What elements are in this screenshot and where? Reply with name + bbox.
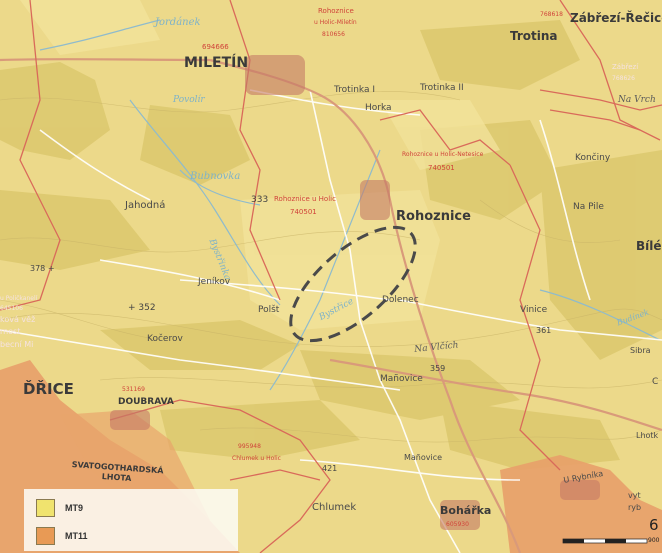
label-kocerov: Kočerov (147, 334, 183, 344)
label-u-holic-miletin: u Holic-Miletín (314, 19, 357, 26)
label-num-740501-top: 740501 (428, 164, 455, 172)
label-chlumek: Chlumek (312, 502, 357, 513)
label-rohoznice-miletin-top: Rohoznice (318, 7, 354, 15)
label-kova-vez: ková věž (0, 315, 36, 324)
label-num-995948: 995948 (238, 443, 261, 450)
label-jenikov: Jeníkov (198, 277, 231, 287)
label-num-694666: 694666 (202, 43, 229, 51)
label-num-768626: 768626 (612, 75, 635, 82)
label-num-740501: 740501 (290, 208, 317, 216)
label-vinice: Vinice (520, 305, 548, 315)
label-rohoznice-holic-netesice: Rohoznice u Holic-Netesice (402, 151, 484, 158)
legend: MT9 MT11 (24, 489, 238, 551)
label-num-768618: 768618 (540, 11, 563, 18)
label-horka: Horka (365, 103, 392, 113)
label-jordanek: Jordánek (155, 17, 201, 28)
legend-swatch (36, 499, 55, 517)
legend-item-mt11: MT11 (36, 527, 88, 545)
label-rohoznice-u-holic: Rohoznice u Holic (274, 195, 336, 203)
label-ryb: ryb (628, 503, 642, 512)
legend-label: MT9 (65, 503, 83, 513)
label-boharna: Bohářka (440, 504, 492, 517)
label-povolir: Povolír (173, 95, 205, 105)
study-area-outline (289, 225, 417, 343)
label-num-378: 378 + (30, 264, 55, 273)
label-na-vrch: Na Vrch (618, 95, 656, 105)
label-trotinka-ii: Trotinka II (420, 83, 464, 93)
label-num-421: 421 (322, 464, 338, 473)
forest-patches (0, 20, 662, 470)
label-num-352: + 352 (128, 303, 156, 313)
settlements (110, 55, 600, 530)
label-rohoznice: Rohoznice (396, 209, 471, 224)
label-sibra: Sibra (630, 346, 651, 355)
scale-bar (562, 538, 648, 544)
label-konciny: Končiny (575, 153, 611, 163)
label-orice: ĎŘICE (23, 380, 74, 398)
label-nost: rnost (0, 327, 21, 336)
label-miletin: MILETÍN (184, 55, 249, 71)
label-chlumek-u-holic: Chlumek u Holic (232, 455, 281, 462)
label-bubnovka: Bubnovka (190, 171, 241, 182)
minor-roads (0, 89, 662, 553)
label-bile: Bílé (636, 239, 662, 253)
label-num-333: 333 (251, 195, 269, 205)
label-becni-m: becní Mi (0, 340, 34, 349)
legend-swatch (36, 527, 55, 545)
scale-bar-label: 900 (648, 537, 660, 544)
label-u-polickaneli: u Poličkanelí (0, 295, 38, 302)
label-num-c: C (652, 377, 659, 387)
label-polist: Polšt (258, 305, 280, 315)
label-num-810656: 810656 (322, 31, 345, 38)
legend-label: MT11 (65, 531, 88, 541)
label-trotina: Trotina (510, 29, 558, 43)
label-zabrezi-recice: Zábřezí-Řečice (570, 11, 662, 25)
label-lhotk: Lhotk (636, 431, 659, 440)
label-jahodna: Jahodná (125, 200, 166, 211)
label-doubrava: DOUBRAVA (118, 397, 174, 407)
label-num-361: 361 (536, 326, 552, 335)
label-vyt: vyt (628, 491, 641, 500)
page-number: 6 (649, 516, 659, 534)
label-trotinka-i: Trotinka I (334, 85, 376, 95)
label-num-531169: 531169 (122, 386, 145, 393)
label-num-605930: 605930 (446, 521, 469, 528)
label-na-pile: Na Pile (573, 202, 604, 212)
label-num-359: 359 (430, 364, 446, 373)
label-zabrezi: Zábřezí (612, 63, 639, 71)
legend-item-mt9: MT9 (36, 499, 83, 517)
label-dolenec: Dolenec (382, 295, 419, 305)
label-manovice: Mañovice (380, 374, 423, 384)
label-num-645106: 645106 (0, 305, 23, 312)
field-patches (20, 0, 500, 330)
label-manovice-lower: Mañovice (404, 453, 443, 462)
